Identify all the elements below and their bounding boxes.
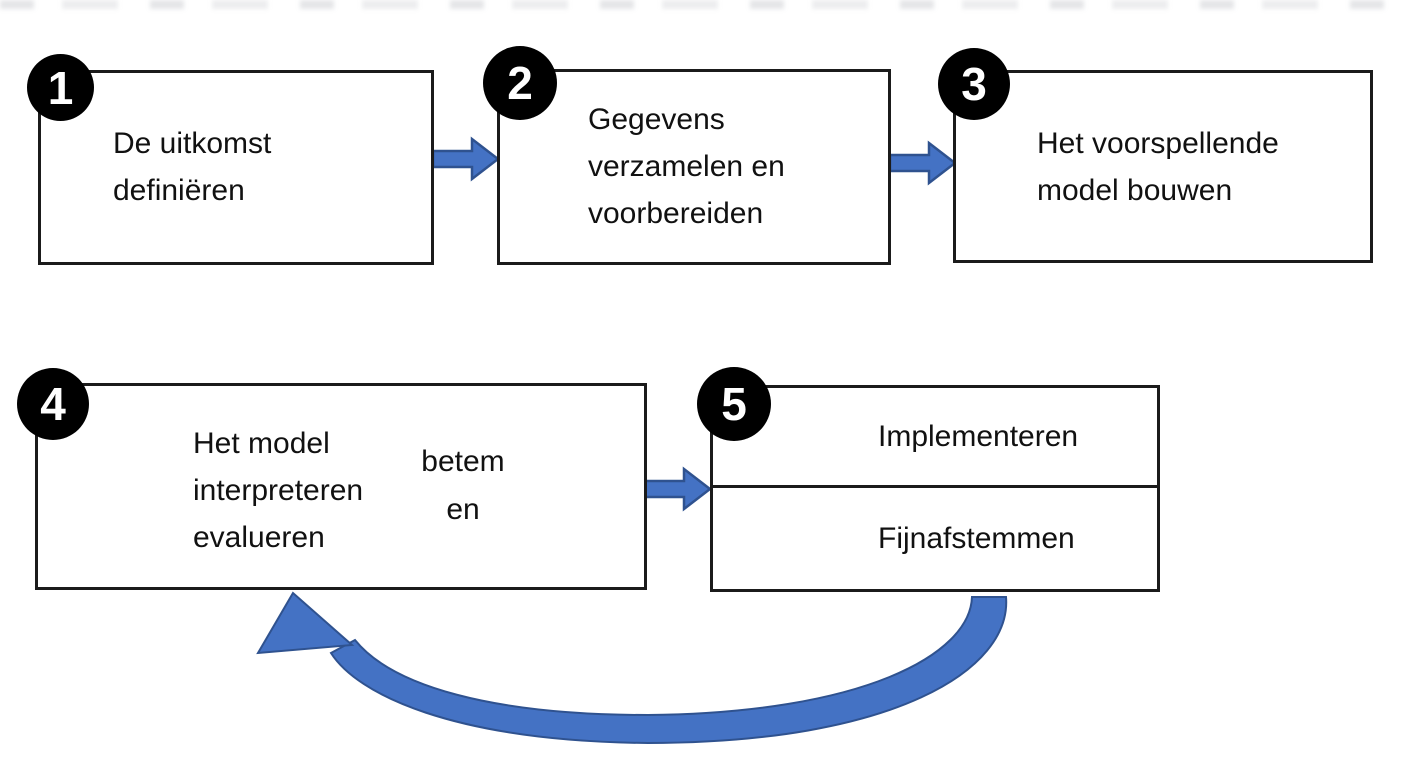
step-5-number-badge: 5 xyxy=(697,367,771,441)
step-4-label: Het model interpreteren evalueren xyxy=(193,420,363,561)
step-box-5: Implementeren Fijnafstemmen xyxy=(710,385,1160,592)
step-box-1: De uitkomst definiëren xyxy=(38,70,434,265)
step-4-side-label: betem en xyxy=(406,438,520,534)
step-3-number-badge: 3 xyxy=(938,48,1010,120)
step-4-line-3: evalueren xyxy=(193,521,325,554)
step-box-3: Het voorspellende model bouwen xyxy=(953,70,1373,263)
step-3-line-1: Het voorspellende xyxy=(1037,127,1279,160)
step-1-number-badge: 1 xyxy=(27,54,94,121)
step-3-line-2: model bouwen xyxy=(1037,174,1233,207)
arrow-step1-to-step2-icon xyxy=(432,136,501,182)
arrow-step4-to-step5-icon xyxy=(644,466,713,512)
step-4-line-1: Het model xyxy=(193,427,330,460)
arrow-step2-to-step3-icon xyxy=(889,140,958,186)
step-box-2: Gegevens verzamelen en voorbereiden xyxy=(497,69,891,265)
step-2-number-badge: 2 xyxy=(483,46,557,120)
step-2-label: Gegevens verzamelen en voorbereiden xyxy=(588,96,785,237)
step-box-4: Het model interpreteren evalueren betem … xyxy=(35,383,647,590)
step-5-row-2-label: Fijnafstemmen xyxy=(878,521,1075,555)
step-1-line-2: definiëren xyxy=(113,174,245,207)
step-2-line-2: verzamelen en xyxy=(588,150,785,183)
step-5-row-1-label: Implementeren xyxy=(878,419,1079,453)
step-4-number-badge: 4 xyxy=(17,368,89,440)
step-3-label: Het voorspellende model bouwen xyxy=(1037,120,1279,214)
step-2-line-1: Gegevens xyxy=(588,103,725,136)
step-4-line-2: interpreteren xyxy=(193,474,364,507)
top-edge-artifact xyxy=(0,0,1408,9)
step-1-line-1: De uitkomst xyxy=(113,127,272,160)
step-4-side-line-1: betem xyxy=(421,445,505,478)
step-4-side-line-2: en xyxy=(446,493,480,526)
step-1-label: De uitkomst definiëren xyxy=(113,120,271,214)
step-5-row-implementeren: Implementeren xyxy=(713,388,1157,488)
step-5-row-fijnafstemmen: Fijnafstemmen xyxy=(713,488,1157,589)
step-2-line-3: voorbereiden xyxy=(588,197,764,230)
